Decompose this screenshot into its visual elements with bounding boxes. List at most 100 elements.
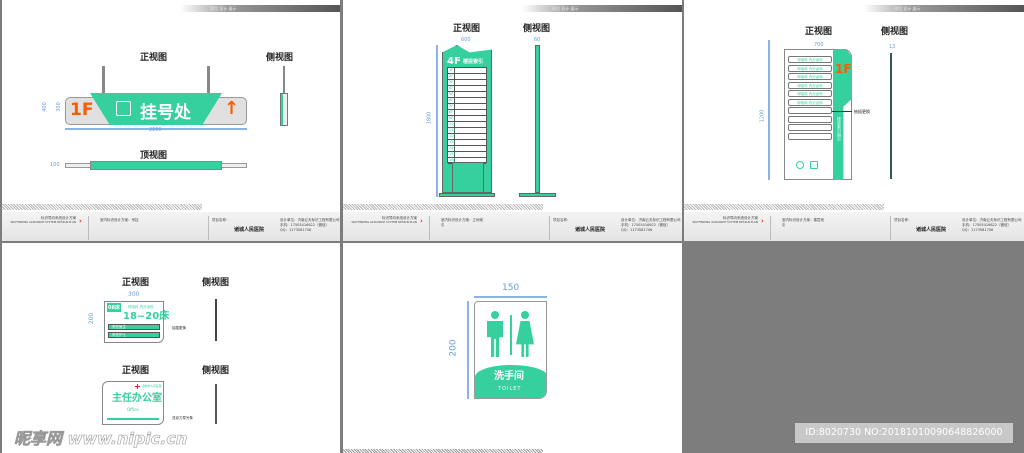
footer-hospital: 诸城人民医院 (916, 227, 947, 233)
floor-row: 10F (448, 122, 486, 128)
floor-number: 2F (449, 74, 455, 79)
side-view-office (215, 384, 217, 424)
top-view-label: 顶视图 (140, 151, 168, 161)
inner-height-dimension: 300 (55, 102, 62, 112)
index-row (788, 115, 832, 123)
chevron-right-icon: › (761, 217, 764, 225)
footer-item: 室内标识设计方案：立地索引 (441, 218, 483, 227)
hanger-rod (207, 66, 210, 94)
floor-row: 3F (448, 80, 486, 86)
dimension-line (768, 40, 770, 180)
accessible-icon (796, 161, 804, 169)
footer-item: 室内标识设计方案：楼层索引 (782, 218, 824, 227)
woman-icon (521, 311, 529, 319)
light-bar (107, 418, 159, 420)
panel-header: 项目 设计 展示 (522, 5, 682, 12)
index-row: 呼吸科 内分泌科 (788, 81, 832, 89)
height-dimension: 200 (448, 339, 459, 357)
floor-number: 9F (449, 116, 455, 121)
base-column (452, 162, 484, 193)
hanger-rod (102, 66, 105, 94)
floor-number: 10F (449, 122, 456, 127)
floor-row: 1F (448, 68, 486, 74)
floor-row: 13F (448, 140, 486, 146)
panel-hanging-sign: 项目 设计 展示 正视图 侧视图 1F 挂号处 ↑ 2200 400 300 顶… (2, 0, 340, 241)
floor-number: 6F (449, 98, 455, 103)
chevron-right-icon: › (79, 217, 82, 225)
footer-hospital: 诸城人民医院 (234, 227, 265, 233)
footer-designer: 设计单位：济南云天标识工程有限公司 (621, 218, 681, 222)
front-view-label: 正视图 (453, 24, 481, 34)
arrow-up-icon: ↑ (224, 98, 240, 119)
footer-client-label: 项目名称： (212, 218, 230, 222)
side-view-label: 侧视图 (881, 27, 909, 37)
floor-label: 4F (447, 56, 461, 67)
footer-client-label: 项目名称： (553, 218, 571, 222)
side-view-label: 侧视图 (266, 53, 294, 63)
footer-phone: 手机：17505416622（微信） (962, 223, 1011, 227)
toilet-cn: 洗手间 (494, 371, 524, 382)
registration-icon (116, 101, 131, 116)
index-row (788, 124, 832, 131)
index-row (788, 107, 832, 114)
floor-row: 14F (448, 146, 486, 152)
floor-row: 12F (448, 134, 486, 140)
width-dimension: 150 (502, 283, 520, 293)
chevron-right-icon: › (420, 217, 423, 225)
side-view-label: 侧视图 (202, 278, 230, 288)
ward-sign (104, 301, 164, 343)
floor-label: 1F (835, 62, 852, 76)
floor-number: 11F (449, 128, 456, 133)
restroom-icon (810, 161, 818, 169)
front-view-label: 正视图 (122, 366, 150, 376)
index-row: 呼吸科 内分泌科 (788, 98, 832, 106)
side-rod (283, 66, 285, 93)
floor-number: 16F (449, 158, 456, 163)
index-title: 楼层索引 (463, 59, 484, 65)
index-row: 呼吸科 内分泌科 (788, 64, 832, 72)
floor-row: 4F (448, 86, 486, 92)
footer-phone: 手机：17505416622（微信） (621, 223, 670, 227)
width-dimension: 700 (814, 42, 824, 48)
front-view-label: 正视图 (122, 278, 150, 288)
footer-qq: QQ：1173581706 (962, 228, 994, 232)
footer-hospital: 诸城人民医院 (575, 227, 606, 233)
man-body (487, 321, 503, 357)
footer-qq: QQ：1173581706 (621, 228, 653, 232)
index-row: 呼吸科 内分泌科 (788, 56, 832, 63)
bed-range: 18~20床 (123, 311, 170, 322)
sign-text: 挂号处 (140, 103, 191, 123)
dimension-line (467, 301, 469, 399)
panel-header: 项目 设计 展示 (180, 5, 340, 12)
floor-row: 15F (448, 152, 486, 158)
side-view-label: 侧视图 (523, 24, 551, 34)
height-dimension: 1200 (759, 109, 766, 123)
side-view-panel (890, 53, 892, 179)
footer-subtitle: WAYFINDING GUIDANCE SYSTEM DESIGN PLAN (692, 219, 758, 224)
annotation-line (832, 111, 852, 112)
depth-dimension: 100 (50, 162, 60, 168)
footer-client-label: 项目名称： (894, 218, 912, 222)
annotation: 抽插更换 (854, 109, 870, 114)
dimension-line (474, 296, 547, 298)
floor-number: 15F (449, 152, 456, 157)
sign-center-panel (90, 93, 222, 125)
height-dimension: 1800 (426, 111, 433, 125)
front-view-label: 正视图 (140, 53, 168, 63)
side-view-sign (280, 93, 288, 126)
office-title: 主任办公室 (112, 393, 162, 404)
index-row (788, 132, 832, 140)
toilet-sign: 洗手间 TOILET (474, 301, 547, 399)
height-dimension: 400 (41, 102, 48, 112)
floor-row: 9F (448, 116, 486, 122)
footer-qq: QQ：1173581706 (280, 228, 312, 232)
floor-number: 5F (449, 92, 455, 97)
floor-label: 1F (70, 100, 94, 120)
footer-subtitle: WAYFINDING GUIDANCE SYSTEM DESIGN PLAN (10, 219, 76, 224)
annotation: 抽插更换 (172, 326, 186, 330)
floor-row: 6F (448, 98, 486, 104)
side-view-base (519, 193, 556, 197)
